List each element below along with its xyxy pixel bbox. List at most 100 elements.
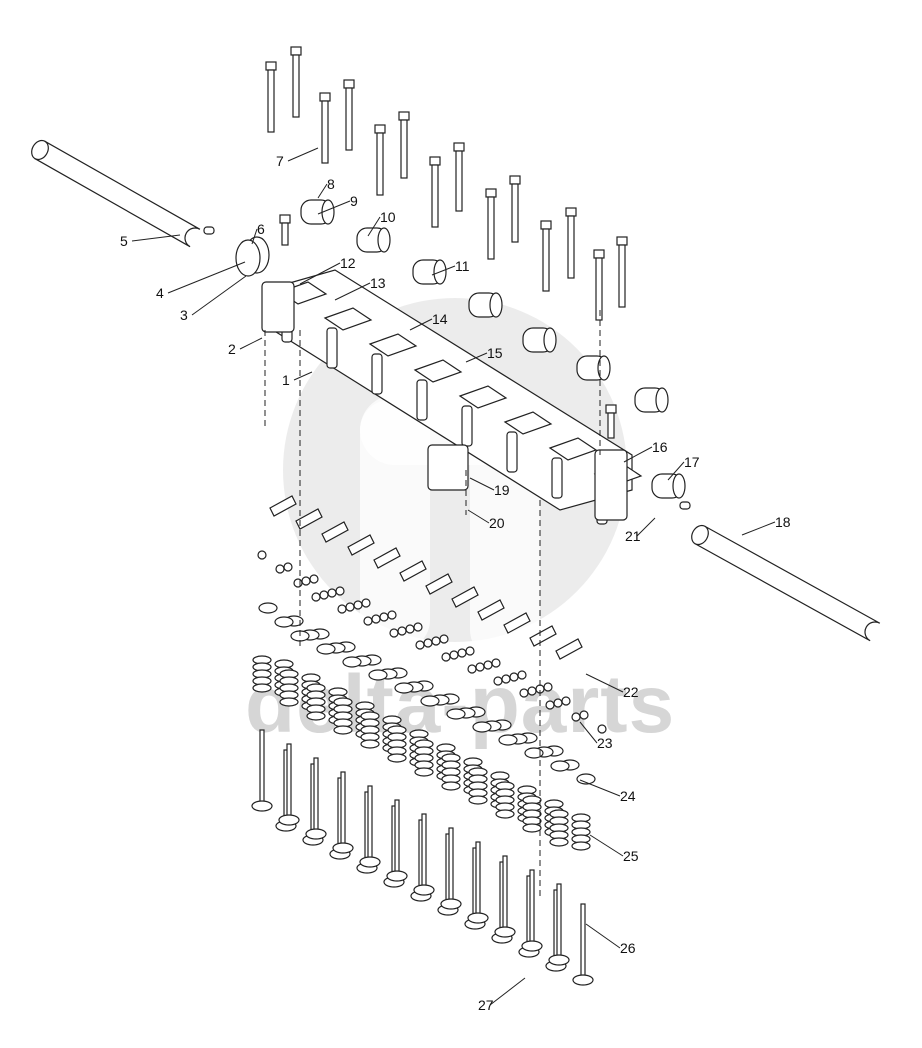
rocker-post-3 [371, 353, 383, 395]
valve-spring-3-4 [306, 711, 326, 721]
callout-2: 2 [228, 341, 236, 357]
screw-left-shank [281, 222, 289, 246]
valve-head-10-0 [494, 926, 516, 938]
leader-2 [239, 337, 263, 350]
screw-left-head [279, 214, 291, 224]
leader-11 [431, 265, 456, 276]
rocker-arm-4 [413, 359, 463, 383]
valve-keeper-12 [543, 682, 553, 692]
callout-13: 13 [370, 275, 386, 291]
valve-bridge-1 [269, 495, 297, 517]
valve-keeper-28 [371, 614, 381, 624]
valve-head-2-0 [278, 814, 300, 826]
spacer-3 [235, 239, 261, 277]
valve-keeper-38 [337, 604, 347, 614]
valve-keeper-43 [467, 664, 477, 674]
head-bolt-10-shank [511, 183, 519, 243]
valve-head-11-0 [521, 940, 543, 952]
valve-keeper-37 [311, 592, 321, 602]
head-bolt-6-head [398, 111, 410, 121]
valve-keeper-19 [431, 636, 441, 646]
leader-17 [667, 461, 685, 481]
valve-head-12-1 [572, 974, 594, 986]
leader-20 [467, 509, 490, 524]
valve-keeper-44 [493, 676, 503, 686]
valve-keeper-25 [293, 578, 303, 588]
valve-bridge-8 [451, 586, 479, 608]
valve-spring-12-4 [549, 837, 569, 847]
valve-stem-11-0 [529, 869, 535, 943]
valve-stem-12-0 [556, 883, 562, 957]
bushing-face-4 [489, 292, 503, 318]
valve-keeper-1 [257, 550, 267, 560]
callout-1: 1 [282, 372, 290, 388]
callout-6: 6 [257, 221, 265, 237]
leader-15 [465, 352, 488, 363]
valve-spring-10-4 [495, 809, 515, 819]
screw-right-shank [607, 412, 615, 439]
leader-19 [469, 477, 495, 491]
callout-17: 17 [684, 454, 700, 470]
valve-spring-b-12-4 [571, 841, 591, 851]
valve-head-5-0 [359, 856, 381, 868]
head-bolt-3-shank [321, 100, 329, 164]
valve-keeper-31 [449, 650, 459, 660]
valve-head-7-0 [413, 884, 435, 896]
valve-spring-7-4 [414, 767, 434, 777]
leader-10 [367, 216, 381, 237]
rocker-post-4 [416, 379, 428, 421]
callout-27: 27 [478, 997, 494, 1013]
spring-retainer-30 [420, 695, 440, 707]
valve-keeper-39 [363, 616, 373, 626]
valve-stem-3-0 [313, 757, 319, 831]
valve-keeper-27 [345, 602, 355, 612]
plug-left [203, 226, 215, 235]
head-bolt-9-shank [487, 196, 495, 260]
valve-keeper-34 [527, 686, 537, 696]
valve-keeper-9 [465, 646, 475, 656]
valve-keeper-13 [275, 564, 285, 574]
callout-18: 18 [775, 514, 791, 530]
head-bolt-8-head [453, 142, 465, 152]
spring-retainer-36 [576, 773, 596, 785]
leader-3 [191, 275, 247, 316]
valve-keeper-45 [519, 688, 529, 698]
head-bolt-8-shank [455, 150, 463, 212]
valve-head-8-0 [440, 898, 462, 910]
leader-18 [741, 521, 776, 536]
leader-27 [489, 977, 526, 1006]
head-bolt-14-shank [618, 244, 626, 308]
head-bolt-12-head [565, 207, 577, 217]
leader-4 [167, 261, 246, 294]
valve-spring-5-4 [360, 739, 380, 749]
leader-1 [293, 371, 313, 381]
spring-retainer-29 [394, 682, 414, 694]
valve-keeper-47 [571, 712, 581, 722]
valve-head-6-0 [386, 870, 408, 882]
spring-retainer-26 [316, 643, 336, 655]
valve-keeper-26 [319, 590, 329, 600]
valve-keeper-41 [415, 640, 425, 650]
head-bolt-6-shank [400, 119, 408, 179]
valve-stem-1-0 [259, 729, 265, 803]
spring-retainer-32 [472, 721, 492, 733]
valve-keeper-24 [561, 696, 571, 706]
valve-stem-7-0 [421, 813, 427, 887]
rocker-arm-6 [503, 411, 553, 435]
valve-stem-9-0 [475, 841, 481, 915]
valve-bridge-12 [555, 638, 583, 660]
leader-22 [585, 673, 624, 693]
leader-16 [623, 446, 653, 463]
pedestal-left [261, 281, 295, 333]
leader-14 [409, 318, 433, 331]
callout-4: 4 [156, 285, 164, 301]
valve-keeper-15 [327, 588, 337, 598]
rocker-arm-7 [548, 437, 598, 461]
callout-7: 7 [276, 153, 284, 169]
valve-keeper-29 [397, 626, 407, 636]
leader-25 [589, 834, 624, 857]
callout-10: 10 [380, 209, 396, 225]
head-bolt-3-head [319, 92, 331, 102]
valve-keeper-18 [405, 624, 415, 634]
